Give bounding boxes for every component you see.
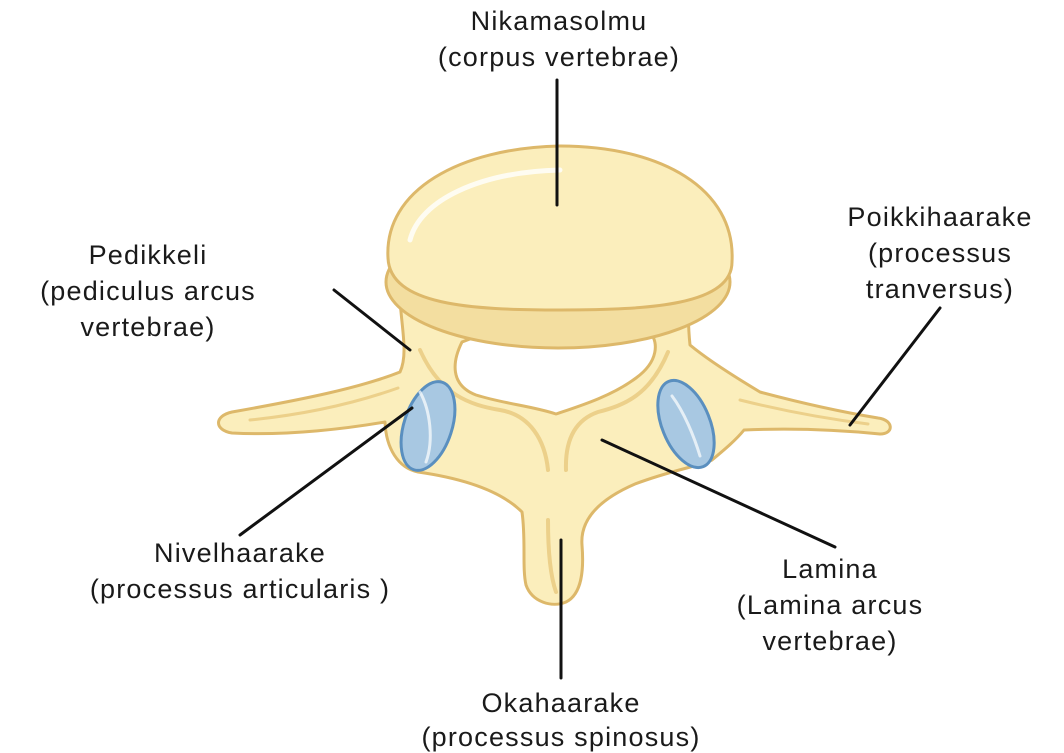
label-lamina-latin-2: vertebrae) bbox=[762, 626, 897, 656]
label-pedicle-latin-1: (pediculus arcus bbox=[40, 276, 256, 306]
label-lamina-latin-1: (Lamina arcus bbox=[737, 590, 924, 620]
label-transverse-latin-2: tranversus) bbox=[866, 274, 1014, 304]
label-articular-latin: (processus articularis ) bbox=[90, 574, 390, 604]
label-body-name: Nikamasolmu bbox=[471, 6, 648, 36]
label-spinous-latin: (processus spinosus) bbox=[421, 722, 700, 752]
label-transverse-latin-1: (processus bbox=[868, 238, 1012, 268]
label-pedicle: Pedikkeli (pediculus arcus vertebrae) bbox=[40, 240, 256, 342]
label-articular: Nivelhaarake (processus articularis ) bbox=[90, 538, 390, 604]
label-body-latin: (corpus vertebrae) bbox=[438, 42, 680, 72]
vertebra-illustration bbox=[219, 146, 891, 604]
label-articular-name: Nivelhaarake bbox=[154, 538, 326, 568]
label-pedicle-name: Pedikkeli bbox=[89, 240, 208, 270]
label-transverse: Poikkihaarake (processus tranversus) bbox=[847, 202, 1032, 304]
label-lamina-name: Lamina bbox=[782, 554, 878, 584]
label-spinous-name: Okahaarake bbox=[481, 688, 640, 718]
leader-transverse bbox=[850, 308, 940, 425]
label-transverse-name: Poikkihaarake bbox=[847, 202, 1032, 232]
label-spinous: Okahaarake (processus spinosus) bbox=[421, 688, 700, 752]
label-body: Nikamasolmu (corpus vertebrae) bbox=[438, 6, 680, 72]
label-pedicle-latin-2: vertebrae) bbox=[80, 312, 215, 342]
label-lamina: Lamina (Lamina arcus vertebrae) bbox=[737, 554, 924, 656]
